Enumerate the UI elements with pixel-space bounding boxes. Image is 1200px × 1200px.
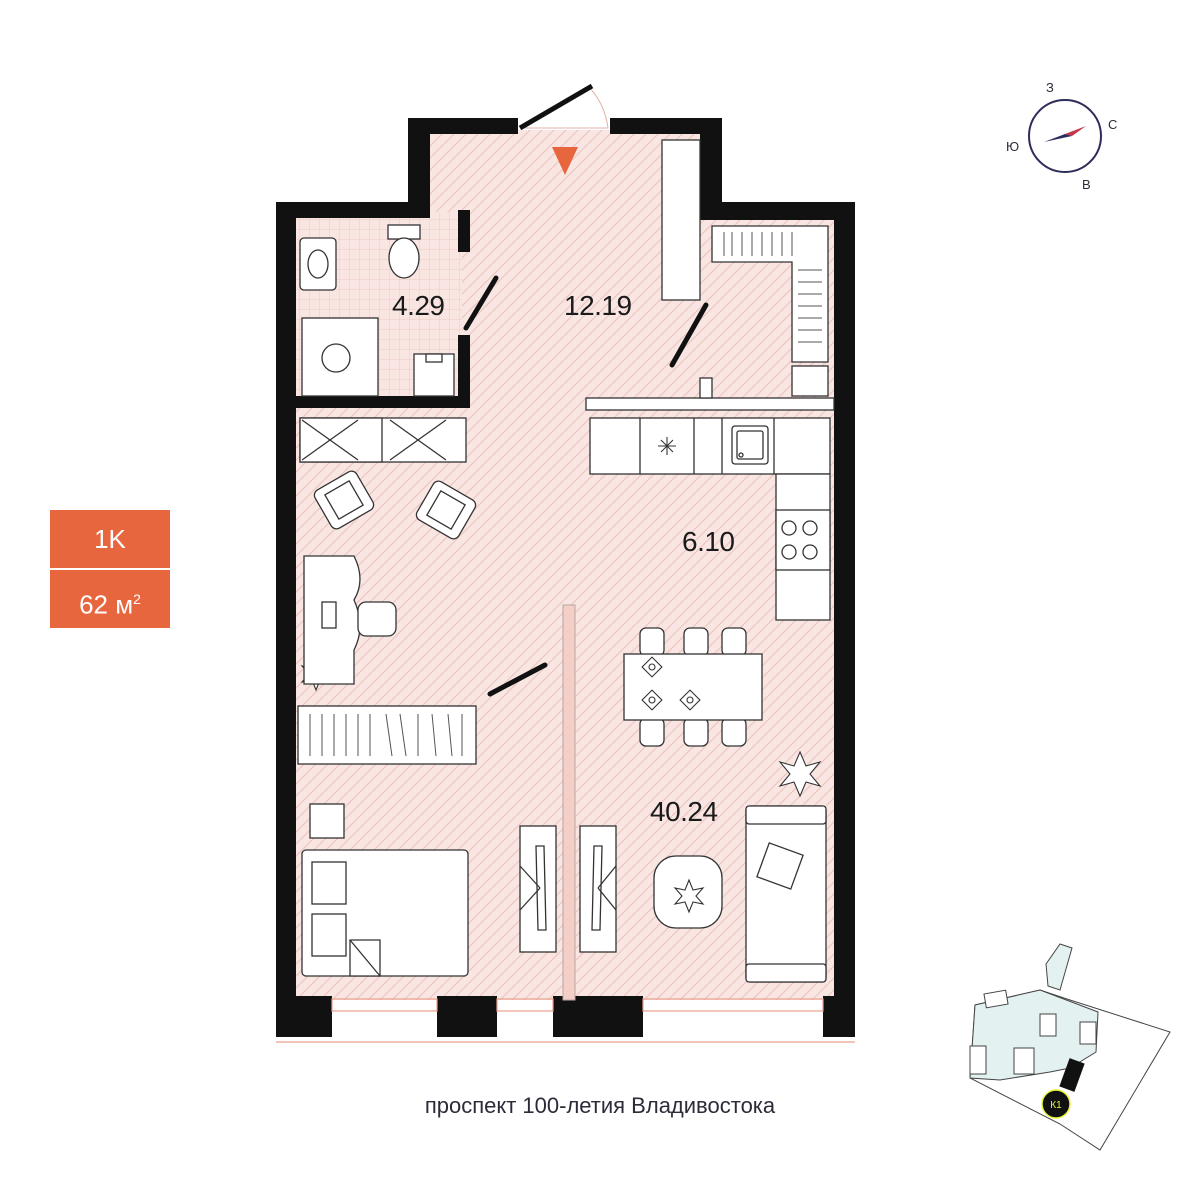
entrance-arrow-icon <box>552 147 578 175</box>
living-furniture <box>519 805 827 983</box>
room-area-bathroom: 4.29 <box>392 290 445 321</box>
room-area-living: 40.24 <box>650 796 718 827</box>
building-k1-highlight <box>1059 1058 1085 1092</box>
corner-closet <box>711 225 829 397</box>
bathroom-fixtures <box>299 224 455 397</box>
windows <box>276 998 855 1043</box>
outer-walls <box>276 118 855 1037</box>
compass-label-top: З <box>1046 80 1054 95</box>
apartment-area: 62 м <box>79 589 134 620</box>
apartment-type-badge: 1K <box>50 510 170 568</box>
kitchen-set <box>585 377 835 621</box>
tv-stand-right <box>579 825 617 953</box>
bedroom-furniture <box>297 417 477 977</box>
hall-wardrobe <box>661 139 701 301</box>
fridge-icon <box>658 437 676 455</box>
building-k1-label: К1 <box>1050 1100 1062 1111</box>
area-unit-superscript: 2 <box>133 591 141 607</box>
street-label: проспект 100-летия Владивостока <box>0 1093 1200 1119</box>
compass-label-right: С <box>1108 117 1118 132</box>
street-name: проспект 100-летия Владивостока <box>424 1093 776 1118</box>
partition-wall <box>562 604 576 1001</box>
tv-stand-left <box>519 825 557 953</box>
site-map: К1 <box>969 943 1171 1151</box>
apartment-area-badge: 62 м2 <box>50 570 170 628</box>
armchair-left <box>313 470 375 530</box>
building-k1-marker[interactable] <box>1041 1089 1071 1119</box>
compass-icon <box>1028 99 1102 173</box>
armchair-right <box>415 480 477 540</box>
apartment-type: 1K <box>94 524 126 554</box>
compass-label-bottom: В <box>1082 177 1091 192</box>
compass-label-left: Ю <box>1006 139 1020 154</box>
room-area-kitchen: 6.10 <box>682 526 735 557</box>
interior-doors <box>463 275 709 697</box>
room-area-hall: 12.19 <box>564 290 632 321</box>
dining-set <box>623 627 763 747</box>
bathroom-walls <box>293 210 470 408</box>
entrance-door <box>518 83 609 175</box>
